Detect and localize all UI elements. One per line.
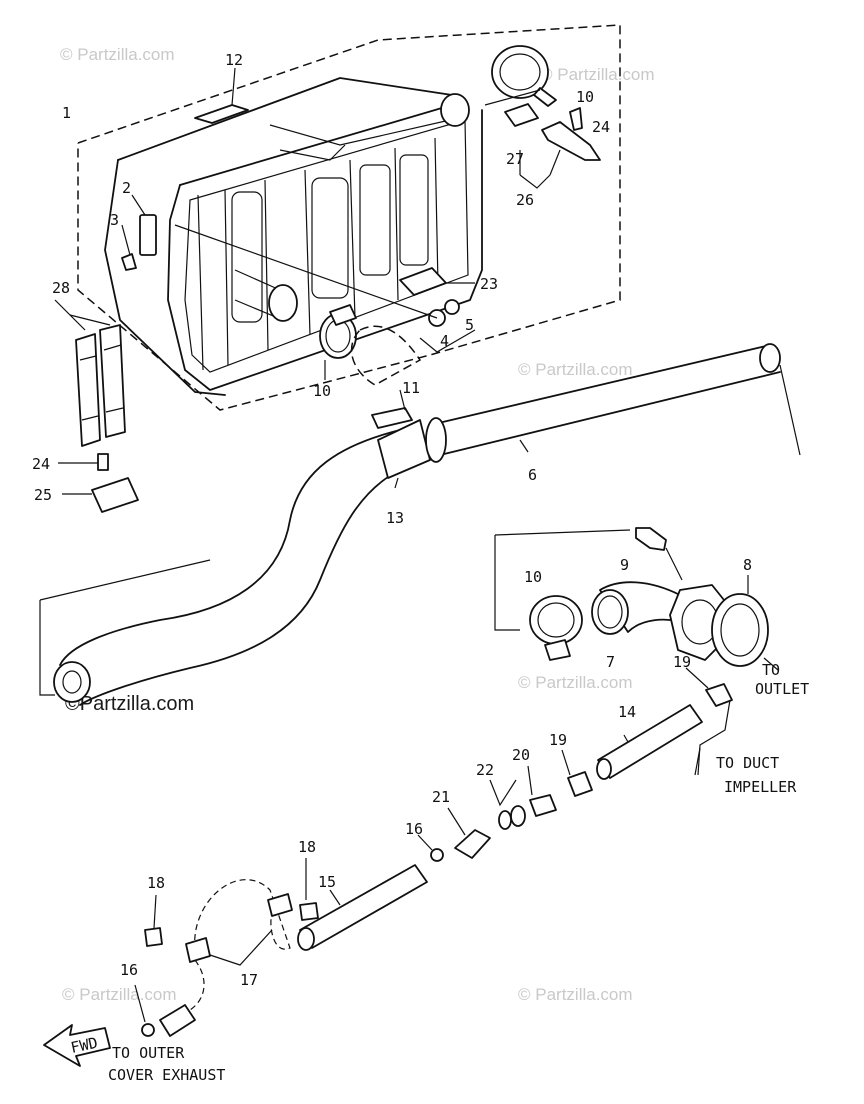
part-28-straps — [75, 324, 126, 447]
label-part-18-lower: 18 — [147, 874, 165, 892]
label-part-9: 9 — [620, 556, 629, 574]
label-part-24-lower: 24 — [32, 455, 50, 473]
label-part-26: 26 — [516, 191, 534, 209]
watermark-bottom-right: © Partzilla.com — [518, 985, 633, 1004]
note-to-outer-line2: COVER EXHAUST — [108, 1066, 225, 1084]
label-part-11: 11 — [402, 379, 420, 397]
watermarks: © Partzilla.com © Partzilla.com © Partzi… — [60, 45, 655, 1004]
hose-14 — [596, 704, 703, 780]
label-part-12: 12 — [225, 51, 243, 69]
label-part-17: 17 — [240, 971, 258, 989]
hose-clamp-19-lower — [567, 771, 593, 797]
part-9-bolt — [635, 527, 667, 551]
part-26-bracket — [541, 121, 601, 161]
part-3-bolt — [121, 253, 137, 271]
label-part-24-top: 24 — [592, 118, 610, 136]
part-24-bolt-top — [569, 107, 583, 131]
exhaust-pipe — [39, 343, 801, 706]
muffler-box — [77, 24, 621, 411]
elbow-group-outline — [494, 535, 520, 631]
label-part-1: 1 — [62, 104, 71, 122]
label-part-27: 27 — [506, 150, 524, 168]
part-18-bolt-lower — [144, 927, 163, 947]
part-21-nipple — [454, 829, 491, 859]
note-to-duct-line1: TO DUCT — [716, 754, 779, 772]
label-part-21: 21 — [432, 788, 450, 806]
hose-clamp-mid — [319, 304, 357, 359]
hose-clamp-19-upper — [705, 683, 733, 707]
label-part-14: 14 — [618, 703, 636, 721]
label-part-28: 28 — [52, 279, 70, 297]
gasket-8 — [711, 593, 769, 667]
part-2-plate — [139, 214, 157, 256]
label-part-18-upper: 18 — [298, 838, 316, 856]
elbow-7 — [591, 581, 691, 635]
label-part-16-lower: 16 — [120, 961, 138, 979]
hose-clamp-right — [529, 595, 583, 661]
part-18-bolt-upper — [299, 902, 319, 921]
watermark-top-left: © Partzilla.com — [60, 45, 175, 64]
label-part-10-top: 10 — [576, 88, 594, 106]
note-to-outlet-line1: TO — [762, 661, 780, 679]
hose-17-dashed — [194, 879, 291, 951]
watermark-mid-right: © Partzilla.com — [518, 360, 633, 379]
label-part-7: 7 — [606, 653, 615, 671]
part-16-clip-upper — [430, 848, 444, 862]
note-to-duct-line2: IMPELLER — [724, 778, 797, 796]
part-23-plate — [399, 267, 447, 296]
label-part-10-right: 10 — [524, 568, 542, 586]
watermark-dark: ©Partzilla.com — [65, 693, 194, 715]
label-part-4: 4 — [440, 332, 449, 350]
label-part-16-upper: 16 — [405, 820, 423, 838]
hose-clamp-top — [491, 45, 557, 107]
part-20-fitting — [529, 794, 557, 817]
notes: TO OUTLET TO DUCT IMPELLER TO OUTER COVE… — [108, 661, 809, 1084]
part-25-bracket — [91, 477, 139, 513]
label-part-23: 23 — [480, 275, 498, 293]
part-12-pad — [194, 104, 249, 124]
part-5-washer — [444, 299, 460, 315]
watermark-top-right: © Partzilla.com — [540, 65, 655, 84]
label-part-2: 2 — [122, 179, 131, 197]
watermark-lower-right: © Partzilla.com — [518, 673, 633, 692]
part-16-clip-lower — [141, 1023, 155, 1037]
part-24-bolt-lower — [97, 453, 109, 471]
part-22-washer-b — [510, 805, 526, 827]
fwd-label: FWD — [69, 1034, 99, 1057]
part-22-washer-a — [498, 810, 512, 830]
label-part-10-mid: 10 — [313, 382, 331, 400]
part-27-plate — [504, 103, 539, 127]
part-17-fitting-lower — [185, 937, 211, 963]
label-part-8: 8 — [743, 556, 752, 574]
note-to-outer-line1: TO OUTER — [112, 1044, 185, 1062]
label-part-15: 15 — [318, 873, 336, 891]
hose-clamp-13 — [371, 407, 447, 479]
hose-stub-lower — [159, 1004, 196, 1037]
label-part-5: 5 — [465, 316, 474, 334]
label-part-13: 13 — [386, 509, 404, 527]
label-part-3: 3 — [110, 211, 119, 229]
part-17-fitting-upper — [267, 893, 293, 917]
label-part-22: 22 — [476, 761, 494, 779]
watermark-bottom-left: © Partzilla.com — [62, 985, 177, 1004]
part-labels: 1 2 3 4 5 6 7 8 9 10 10 10 11 12 13 14 1… — [32, 51, 752, 989]
label-part-19-upper: 19 — [673, 653, 691, 671]
label-part-19-lower: 19 — [549, 731, 567, 749]
label-part-20: 20 — [512, 746, 530, 764]
label-part-6: 6 — [528, 466, 537, 484]
fwd-arrow: FWD — [43, 1024, 111, 1067]
label-part-25: 25 — [34, 486, 52, 504]
note-to-outlet-line2: OUTLET — [755, 680, 809, 698]
hose-15 — [297, 864, 428, 951]
